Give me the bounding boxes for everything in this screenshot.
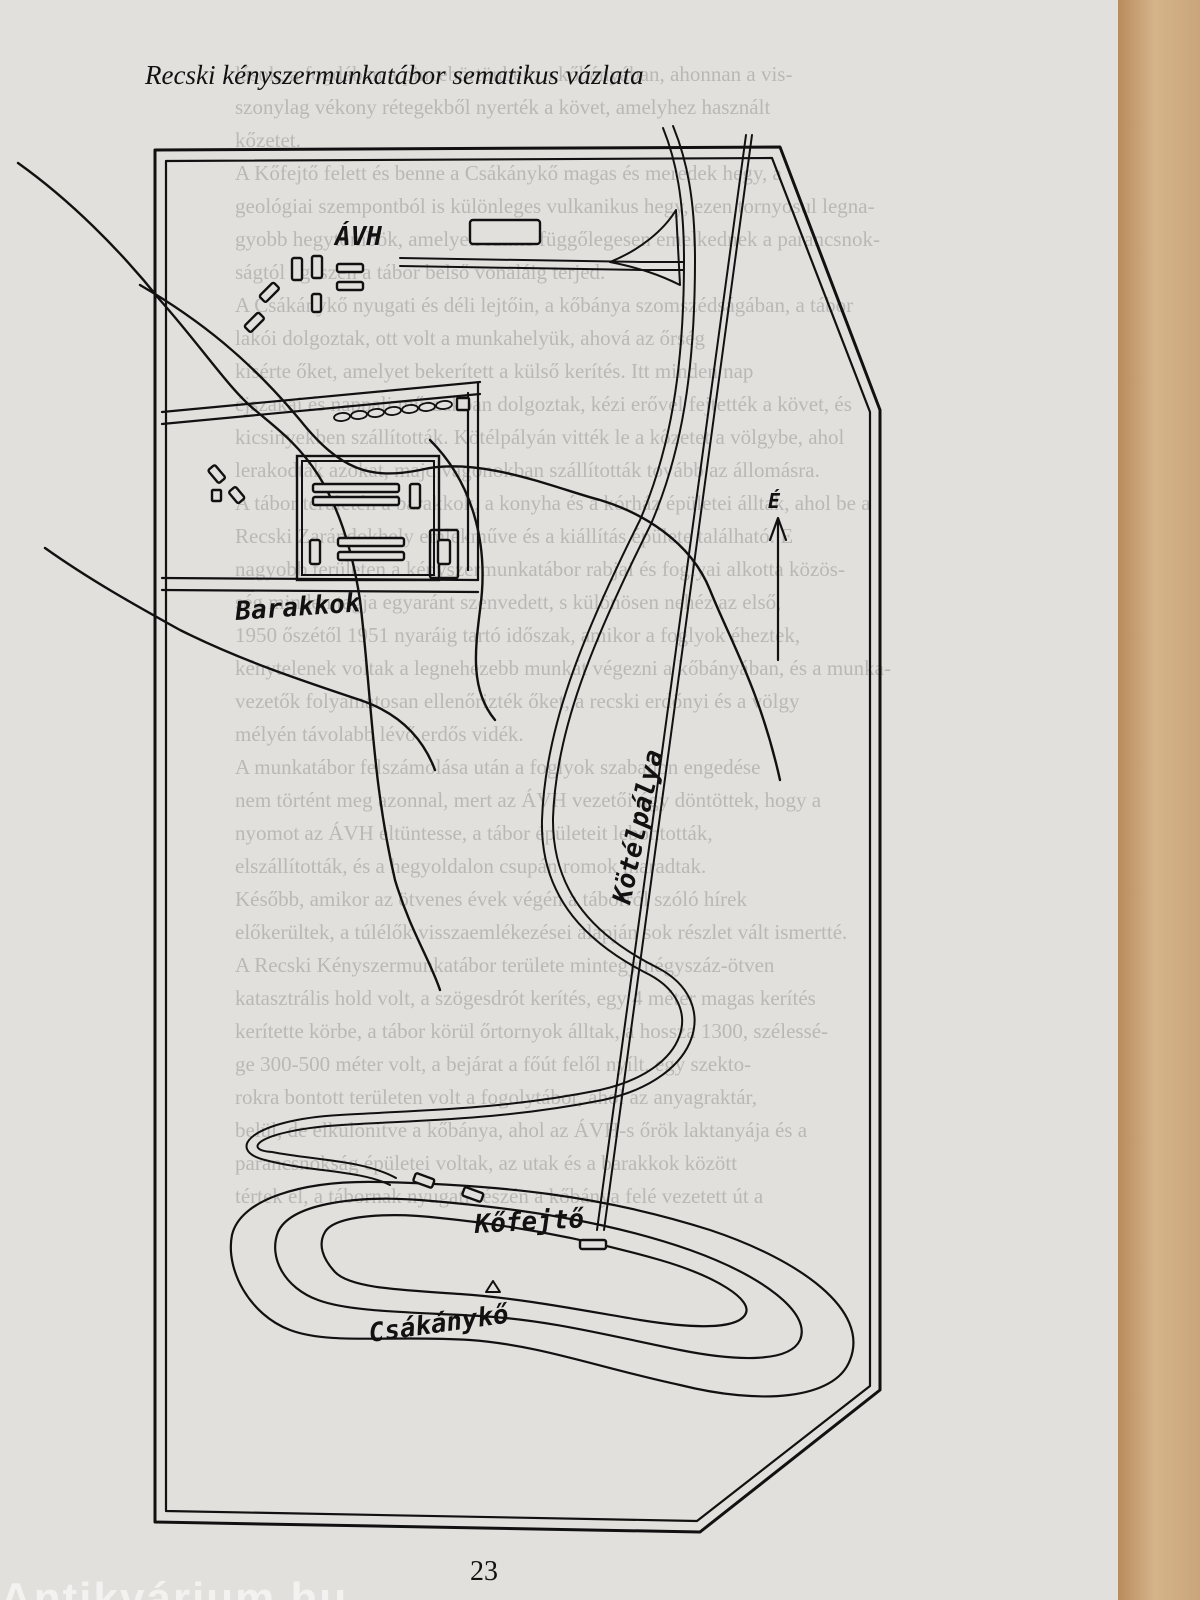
bleed-line: kicsinyekben szállították. Kötélpályán v… [235, 425, 845, 449]
bleed-line: lások, a fogdában a pincebörtönben, a kő… [235, 62, 793, 86]
contour-inner [320, 1214, 748, 1328]
barracks-side-1 [408, 482, 422, 510]
bleed-line: kerítette körbe, a tábor körül őrtornyok… [235, 1019, 829, 1043]
building-avh-3 [335, 262, 365, 274]
bleed-line: A munkatábor felszámolása után a foglyok… [235, 755, 761, 779]
contour-middle [274, 1197, 803, 1360]
barracks-row-2 [311, 495, 401, 507]
building-avh-4 [335, 280, 365, 292]
bleed-line: kísérte őket, amelyet bekerített a külső… [235, 359, 754, 383]
label-avh: ÁVH [333, 220, 382, 252]
bleed-line: A Kőfejtő felett és benne a Csákánykő ma… [235, 161, 782, 185]
barracks-side-2 [308, 538, 322, 566]
label-quarry: Kőfejtő [473, 1204, 586, 1240]
bleed-line: belül, de elkülönítve a kőbánya, ahol az… [235, 1118, 808, 1142]
quarry-building-2 [461, 1186, 485, 1203]
bleed-line: elszállították, és a hegyoldalon csupán … [235, 854, 707, 878]
watermark-logo: Antikvárium.hu [0, 1574, 349, 1600]
book-edge [1118, 0, 1200, 1600]
barracks-block [295, 454, 441, 582]
quarry-building-3 [578, 1238, 608, 1251]
barracks-east-outer [428, 528, 460, 580]
stream-1 [16, 161, 442, 992]
compound-posts [333, 400, 453, 422]
building-avh-6 [258, 281, 280, 303]
stream-4 [428, 438, 497, 722]
barracks-east-inner [436, 538, 452, 566]
compound-fence-top [160, 380, 482, 414]
bleed-line: mélyén távolabb lévő erdős vidék. [235, 722, 524, 746]
stream-3 [138, 283, 782, 782]
bleed-line: Később, amikor az ötvenes évek végén a t… [235, 887, 747, 911]
bleed-line: szonylag vékony rétegekből nyerték a köv… [235, 95, 771, 119]
page-number: 23 [470, 1556, 498, 1587]
bleed-line: lakói dolgoztak, ott volt a munkahelyük,… [235, 326, 706, 350]
map-title: Recski kényszermunkatábor sematikus vázl… [145, 60, 644, 90]
label-north: É [768, 489, 781, 513]
building-avh-1 [290, 256, 304, 282]
building-hq [468, 218, 542, 246]
road-junction [609, 209, 681, 286]
bleed-line: kénytelenek voltak a legnehezebb munkát … [235, 656, 891, 680]
guard-post [455, 396, 471, 412]
building-avh-7 [243, 311, 265, 333]
bleed-line: nagyobb területen a kényszermunkatábor r… [235, 557, 845, 581]
avh-road [399, 257, 684, 263]
bleed-line: A Recski Kényszermunkatábor területe min… [235, 953, 775, 977]
barracks-row-3 [336, 536, 406, 548]
building-west-1 [207, 464, 226, 484]
ropeway [603, 134, 753, 1231]
label-barracks: Barakkok [233, 588, 362, 627]
camp-map: ÁVH Barakkok Kötélpálya Kőfejtő Csákányk… [16, 125, 882, 1534]
building-avh-5 [310, 292, 323, 314]
north-arrow-head [768, 516, 788, 542]
stream-2 [43, 546, 437, 772]
bleed-line: parancsnokság épületei voltak, az utak é… [235, 1151, 738, 1175]
camp-fence-outer [153, 145, 882, 1534]
building-west-3 [228, 486, 246, 505]
camp-fence-inner [164, 156, 872, 1523]
book-page: lások, a fogdában a pincebörtönben, a kő… [0, 0, 1118, 1600]
barracks-row-4 [336, 550, 406, 562]
bleed-line: 1950 őszétől 1951 nyaráig tartó időszak,… [235, 623, 801, 647]
bleed-line: Recski Zarándokhely emlékműve és a kiáll… [235, 524, 794, 548]
bleed-line: nem történt meg azonnal, mert az ÁVH vez… [235, 788, 822, 812]
bleed-line: vezetők folyamatosan ellenőrizték őket, … [235, 689, 800, 713]
main-road [245, 127, 685, 1186]
bleed-line: gyobb hegytömbök, amelyek szinte függőle… [235, 227, 880, 251]
building-west-2 [210, 488, 223, 503]
barracks-row-1 [311, 482, 401, 494]
quarry-building-1 [412, 1172, 436, 1189]
label-ropeway: Kötélpálya [607, 747, 669, 907]
bleed-line: katasztrális hold volt, a szögesdrót ker… [235, 986, 816, 1010]
bleed-line: geológiai szempontból is különleges vulk… [235, 194, 875, 218]
bleed-line: előkerültek, a túlélők visszaemlékezései… [235, 920, 848, 944]
hill-marker [485, 1280, 501, 1293]
bleed-line: nyomot az ÁVH eltüntesse, a tábor épület… [235, 821, 713, 845]
building-avh-2 [310, 254, 324, 280]
bleed-line: A Csákánykő nyugati és déli lejtőin, a k… [235, 293, 854, 317]
